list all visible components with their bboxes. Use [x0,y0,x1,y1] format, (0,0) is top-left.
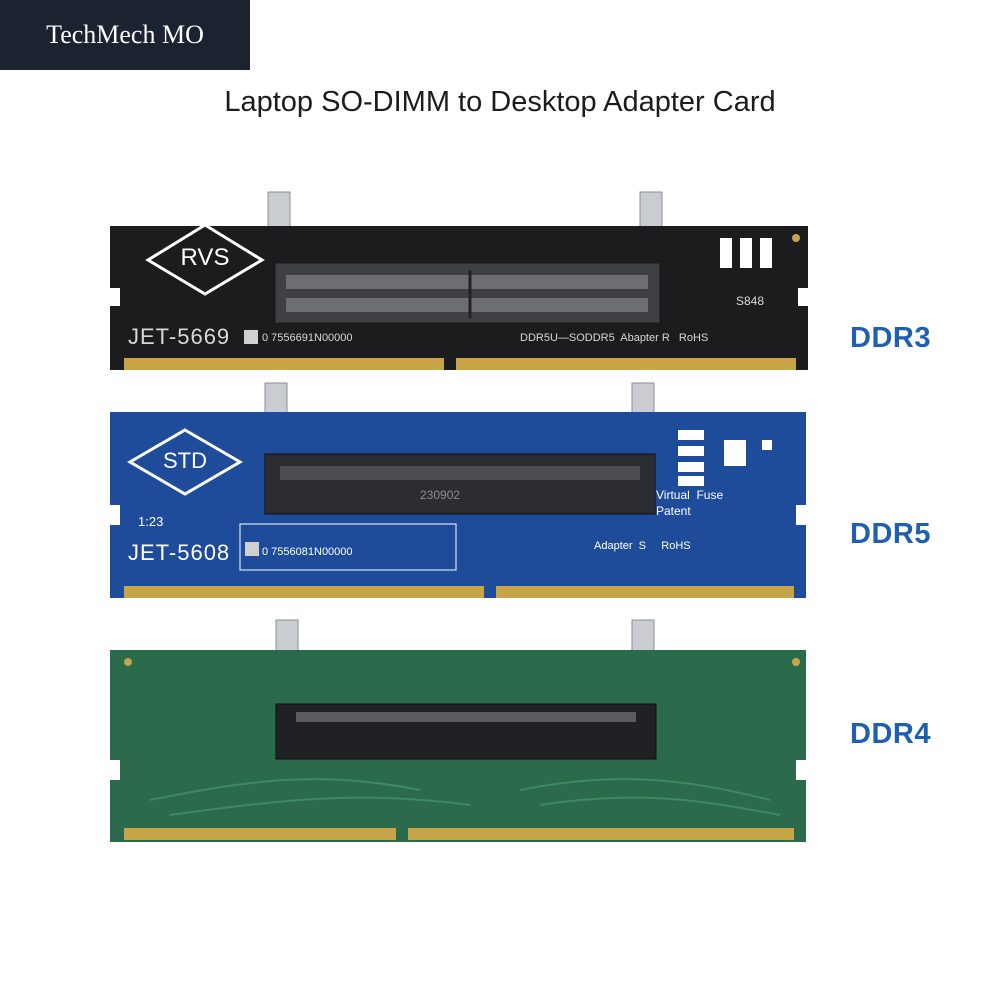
page-title: Laptop SO-DIMM to Desktop Adapter Card [224,86,776,118]
brand-logo: TechMech MO [0,0,250,70]
board2-logo: STD [163,448,207,473]
label-ddr4: DDR4 [850,718,931,750]
label-ddr5: DDR5 [850,518,931,550]
board1-slot-text: DDR5U—SODDR5 Abapter R RoHS [520,332,709,344]
board2-model: JET-5608 [128,540,231,565]
board2-clock: 1:23 [138,514,164,529]
board1-marking: S848 [736,294,765,308]
board1-logo: RVS [180,244,230,271]
label-ddr3: DDR3 [850,322,931,354]
board2-serial: 0 7556081N00000 [262,546,353,558]
board2-slot-code: 230902 [420,488,461,502]
board1-model: JET-5669 [128,324,231,349]
board1-serial: 0 7556691N00000 [262,332,353,344]
board2-bottom-text: Adapter S RoHS [594,540,691,552]
board2-side-text-2: Patent [656,504,691,518]
board2-side-text-1: Virtual Fuse [656,488,724,502]
